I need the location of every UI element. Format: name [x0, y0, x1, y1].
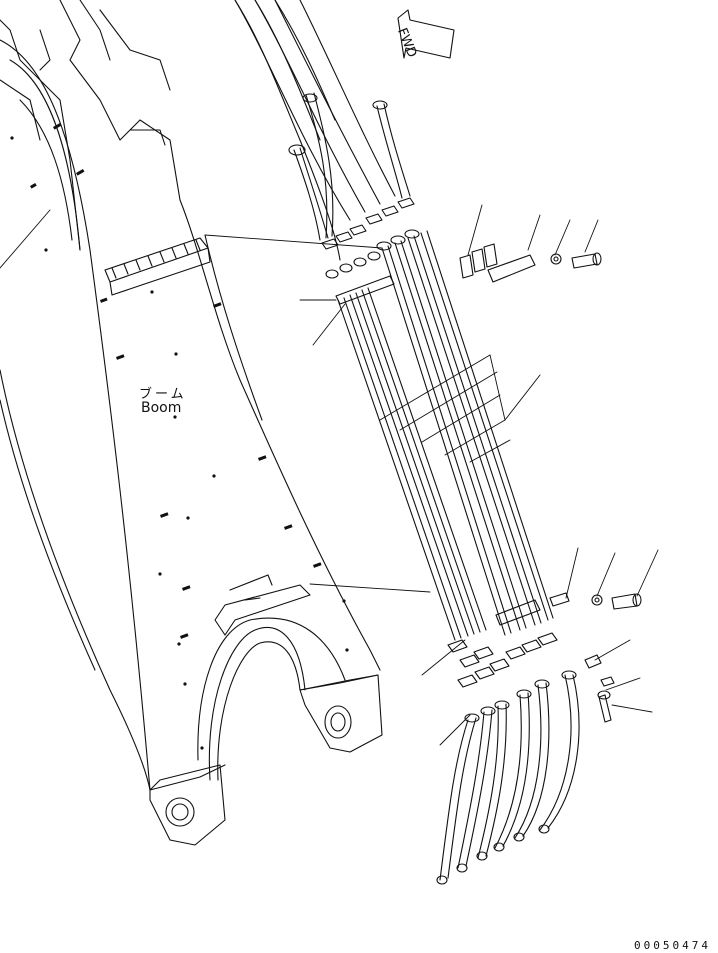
boom-hose-clamp-upper — [111, 239, 201, 279]
tube-upper-fittings — [321, 197, 420, 305]
upper-hoses — [234, 0, 411, 241]
tube-lower-fittings — [447, 599, 558, 688]
fwd-direction-arrow-icon — [397, 9, 455, 59]
document-number: 00050474 — [634, 939, 711, 952]
upper-hardware — [459, 243, 602, 283]
lower-hardware — [549, 592, 642, 723]
lower-hoses — [436, 670, 580, 885]
leader-lines — [0, 204, 659, 746]
steel-tubes — [337, 230, 554, 641]
boom-markings — [10, 123, 349, 750]
boom-label-english: Boom — [141, 400, 182, 416]
boom-label-japanese: ブーム — [139, 387, 187, 402]
